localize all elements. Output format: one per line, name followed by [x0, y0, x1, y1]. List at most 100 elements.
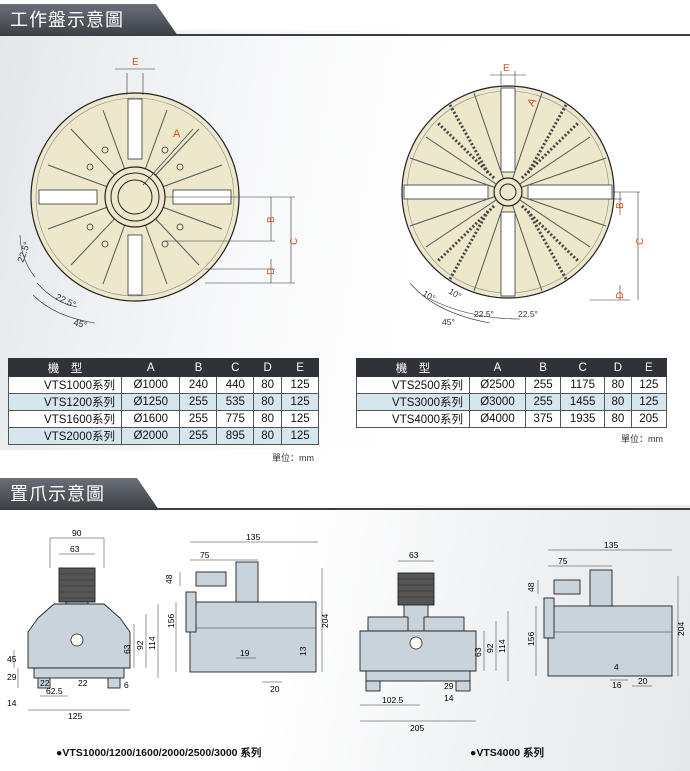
- cell: VTS2500系列: [356, 376, 470, 394]
- dim-48: 48: [526, 582, 536, 592]
- dim-156: 156: [526, 632, 536, 646]
- jaw-front-view-1: 90 63 45 29 14 62.5 125 22 22 63 92 114 …: [7, 528, 159, 721]
- dim-63-v: 63: [122, 644, 132, 654]
- cell: 255: [179, 427, 218, 445]
- header-e: E: [630, 358, 668, 377]
- section-header-jaws: 置爪示意圖: [0, 478, 690, 510]
- unit-note: 單位：mm: [621, 434, 663, 444]
- cell: Ø2500: [469, 376, 526, 394]
- dim-135: 135: [246, 532, 260, 542]
- dim-19: 19: [240, 648, 250, 658]
- angle-label-5: 45°: [442, 317, 455, 327]
- angle-label-1: 10°: [421, 288, 437, 303]
- dim-114: 114: [497, 639, 507, 653]
- cell: 535: [216, 393, 255, 411]
- dim-label-a: A: [173, 128, 181, 140]
- dim-102-5: 102.5: [382, 695, 404, 705]
- dim-label-b: B: [615, 202, 626, 209]
- cell: 80: [253, 393, 283, 411]
- cell: VTS4000系列: [356, 410, 470, 428]
- dim-20: 20: [270, 684, 280, 694]
- angle-label-3: 22.5°: [474, 309, 494, 319]
- cell: Ø1000: [120, 376, 181, 394]
- dim-29: 29: [444, 681, 454, 691]
- cell: VTS3000系列: [356, 393, 470, 411]
- cell: Ø1250: [120, 393, 181, 411]
- dim-label-d: D: [266, 268, 277, 275]
- cell: Ø3000: [469, 393, 526, 411]
- cell: 80: [604, 410, 632, 428]
- caption-right: ●VTS4000 系列: [470, 747, 545, 759]
- cell: Ø1600: [120, 410, 181, 428]
- cell: 125: [281, 427, 319, 445]
- dim-125: 125: [68, 711, 82, 721]
- dim-92: 92: [135, 640, 145, 650]
- header-b: B: [524, 358, 562, 377]
- cell: Ø4000: [469, 410, 526, 428]
- cell: VTS1200系列: [8, 393, 122, 411]
- jaw-front-view-2: 63 63 92 114 29 14 102.5 205: [359, 550, 509, 733]
- dim-4: 4: [614, 662, 619, 672]
- dim-45: 45: [7, 654, 17, 664]
- section-title: 工作盤示意圖: [0, 4, 178, 36]
- dim-20: 20: [638, 676, 648, 686]
- dim-13: 13: [298, 646, 308, 656]
- dim-204: 204: [320, 614, 330, 628]
- cell: VTS1000系列: [8, 376, 122, 394]
- angle-label-2: 22.5°: [54, 292, 78, 310]
- dim-22a: 22: [40, 678, 50, 688]
- dim-16: 16: [612, 680, 622, 690]
- header-a: A: [469, 358, 526, 377]
- cell: 125: [281, 376, 319, 394]
- dim-label-e: E: [132, 57, 139, 68]
- dim-6: 6: [124, 680, 129, 690]
- cell: 125: [281, 393, 319, 411]
- jaw-side-view-2: 135 75 48 156 204 4 16 20: [526, 540, 686, 690]
- caption-left: ●VTS1000/1200/1600/2000/2500/3000 系列: [56, 747, 262, 759]
- dim-90: 90: [72, 528, 82, 538]
- dim-29: 29: [7, 672, 17, 682]
- section-rule: [0, 34, 690, 36]
- dim-label-c: C: [289, 238, 300, 245]
- dim-label-c: C: [635, 238, 646, 245]
- dim-48: 48: [164, 574, 174, 584]
- cell: 80: [253, 376, 283, 394]
- cell: 255: [524, 376, 562, 394]
- header-b: B: [179, 358, 218, 377]
- angle-label-1: 22.5°: [15, 240, 32, 264]
- dim-62-5: 62.5: [46, 686, 63, 696]
- dim-label-d: D: [615, 292, 626, 299]
- header-d: D: [604, 358, 632, 377]
- unit-note: 單位：mm: [272, 453, 314, 463]
- dim-label-e: E: [503, 63, 510, 74]
- jaw-side-view-1: 135 75 48 156 204 19 20 13: [164, 532, 330, 694]
- dim-14: 14: [7, 698, 17, 708]
- header-d: D: [253, 358, 283, 377]
- cell: 205: [630, 410, 668, 428]
- cell: VTS1600系列: [8, 410, 122, 428]
- cell: 125: [630, 376, 668, 394]
- worktable-diagram-large: E A B C D 10° 10° 22.5° 22.5° 45°: [401, 63, 646, 327]
- angle-label-3: 45°: [72, 317, 88, 330]
- dim-205: 205: [410, 723, 424, 733]
- table-header-row: 機 型 A B C D E: [356, 358, 668, 377]
- cell: 440: [216, 376, 255, 394]
- cell: VTS2000系列: [8, 427, 122, 445]
- cell: 125: [630, 393, 668, 411]
- table-header-row: 機 型 A B C D E: [8, 358, 319, 377]
- section-rule: [0, 508, 690, 510]
- dim-75: 75: [200, 550, 210, 560]
- dim-75: 75: [558, 556, 568, 566]
- angle-label-4: 22.5°: [518, 309, 538, 319]
- cell: 80: [253, 410, 283, 428]
- dim-63: 63: [70, 544, 80, 554]
- cell: Ø2000: [120, 427, 181, 445]
- dim-135: 135: [604, 540, 618, 550]
- cell: 1455: [560, 393, 606, 411]
- dim-label-b: B: [266, 216, 277, 223]
